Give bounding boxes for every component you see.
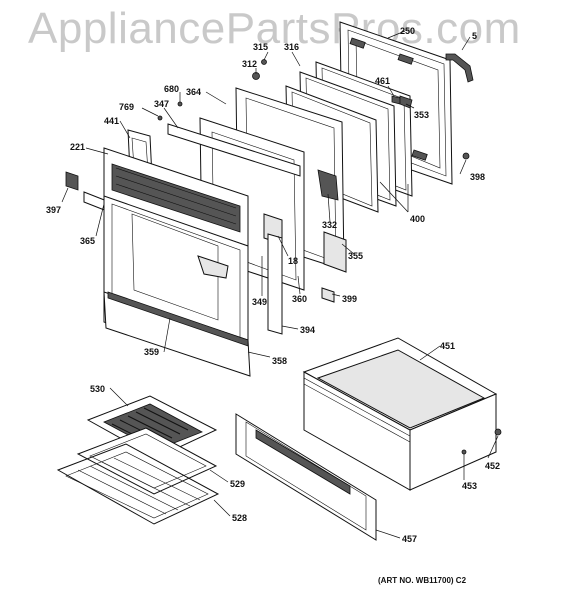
part-label-364: 364	[186, 87, 202, 97]
part-label-349: 349	[252, 297, 268, 307]
part-label-441: 441	[104, 116, 120, 126]
part-label-394: 394	[300, 325, 316, 335]
part-label-451: 451	[440, 341, 456, 351]
art-number: (ART NO. WB11700) C2	[378, 576, 467, 585]
part-label-365: 365	[80, 236, 96, 246]
part-label-316: 316	[284, 42, 300, 52]
part-label-461: 461	[375, 76, 391, 86]
part-399	[321, 287, 335, 303]
part-680	[177, 101, 183, 107]
side-trim-post	[267, 233, 283, 335]
part-label-528: 528	[232, 513, 248, 523]
part-label-452: 452	[485, 461, 501, 471]
part-label-18: 18	[288, 256, 299, 266]
part-label-680: 680	[164, 84, 180, 94]
part-label-250: 250	[400, 26, 416, 36]
part-label-769: 769	[119, 102, 135, 112]
watermark: AppliancePartsPros.com	[28, 4, 521, 53]
drawer-front	[235, 413, 377, 541]
screw-315	[261, 59, 267, 65]
part-label-457: 457	[402, 534, 418, 544]
screw-398	[462, 152, 470, 160]
storage-drawer	[302, 337, 502, 491]
part-label-360: 360	[292, 294, 308, 304]
door-gasket	[445, 53, 474, 83]
door-trim-strip	[167, 123, 301, 177]
part-label-399: 399	[342, 294, 358, 304]
part-label-398: 398	[470, 172, 486, 182]
clip-353	[399, 95, 413, 109]
part-label-400: 400	[410, 214, 426, 224]
part-label-221: 221	[70, 142, 86, 152]
oven-rack	[56, 443, 220, 525]
part-label-332: 332	[322, 220, 338, 230]
part-label-359: 359	[144, 347, 160, 357]
part-label-353: 353	[414, 110, 430, 120]
leader-lines	[61, 30, 499, 539]
part-label-530: 530	[90, 384, 106, 394]
part-label-315: 315	[253, 42, 269, 52]
part-label-453: 453	[462, 481, 478, 491]
part-label-397: 397	[46, 205, 62, 215]
part-label-355: 355	[348, 251, 364, 261]
door-bottom-trim	[107, 291, 249, 347]
part-label-347: 347	[154, 99, 170, 109]
small-bracket	[65, 171, 79, 191]
part-label-312: 312	[242, 59, 258, 69]
part-769	[157, 115, 163, 121]
part-label-358: 358	[272, 356, 288, 366]
part-label-529: 529	[230, 479, 246, 489]
part-label-5: 5	[472, 31, 478, 41]
